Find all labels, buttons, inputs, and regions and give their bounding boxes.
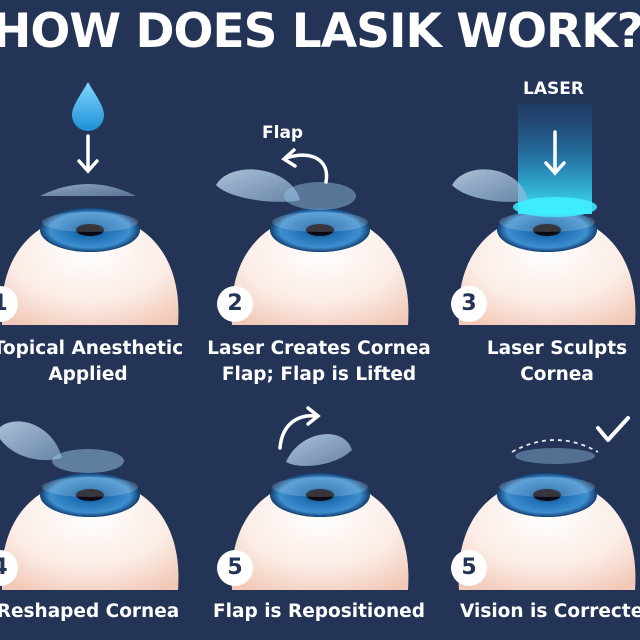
lifted-flap-2: [216, 169, 300, 202]
step-caption-3-line1: Laser Sculpts: [486, 338, 628, 359]
step-caption-4-line1: Reshaped Cornea: [0, 601, 180, 622]
laser-label: LASER: [523, 79, 584, 99]
eye-2: [231, 208, 409, 325]
step-caption-2-line2: Flap; Flap is Lifted: [221, 364, 417, 385]
step-caption-2: Laser Creates Cornea Flap; Flap is Lifte…: [199, 336, 439, 388]
step-caption-2-line1: Laser Creates Cornea: [207, 338, 431, 359]
page-title: HOW DOES LASIK WORK?: [0, 4, 640, 59]
step-caption-6-line1: Vision is Corrected: [460, 601, 640, 622]
step-number-3: 3: [451, 286, 487, 322]
down-arrow-icon: [544, 130, 566, 176]
step-caption-6: Vision is Corrected: [442, 599, 640, 625]
checkmark-icon: [596, 416, 630, 442]
step-number-6: 5: [451, 550, 487, 586]
eye-1: [1, 208, 179, 325]
eye-5: [231, 473, 409, 590]
step-number-4: 4: [0, 550, 18, 586]
flap-label: Flap: [262, 123, 303, 143]
step-caption-1-line2: Applied: [48, 364, 128, 385]
step-caption-3: Laser Sculpts Cornea: [437, 336, 640, 388]
dashed-cornea-outline: [511, 439, 599, 453]
eye-drop-icon: [72, 82, 104, 131]
lifted-flap-3: [452, 169, 528, 202]
step-caption-4: Reshaped Cornea: [0, 599, 208, 625]
step-caption-1: Topical Anesthetic Applied: [0, 336, 208, 388]
repositioning-flap-5: [286, 434, 352, 466]
step-number-1: 1: [0, 286, 18, 322]
down-arrow-icon: [77, 134, 99, 174]
curved-arrow-icon: [278, 406, 321, 450]
step-caption-5-line1: Flap is Repositioned: [213, 601, 425, 622]
cornea-1: [40, 184, 136, 196]
curved-arrow-icon: [281, 148, 329, 184]
lifted-flap-4: [0, 421, 62, 461]
step-caption-3-line2: Cornea: [520, 364, 594, 385]
step-number-2: 2: [217, 286, 253, 322]
step-caption-1-line1: Topical Anesthetic: [0, 338, 184, 359]
eye-4: [1, 473, 179, 590]
step-number-5: 5: [217, 550, 253, 586]
step-caption-5: Flap is Repositioned: [199, 599, 439, 625]
